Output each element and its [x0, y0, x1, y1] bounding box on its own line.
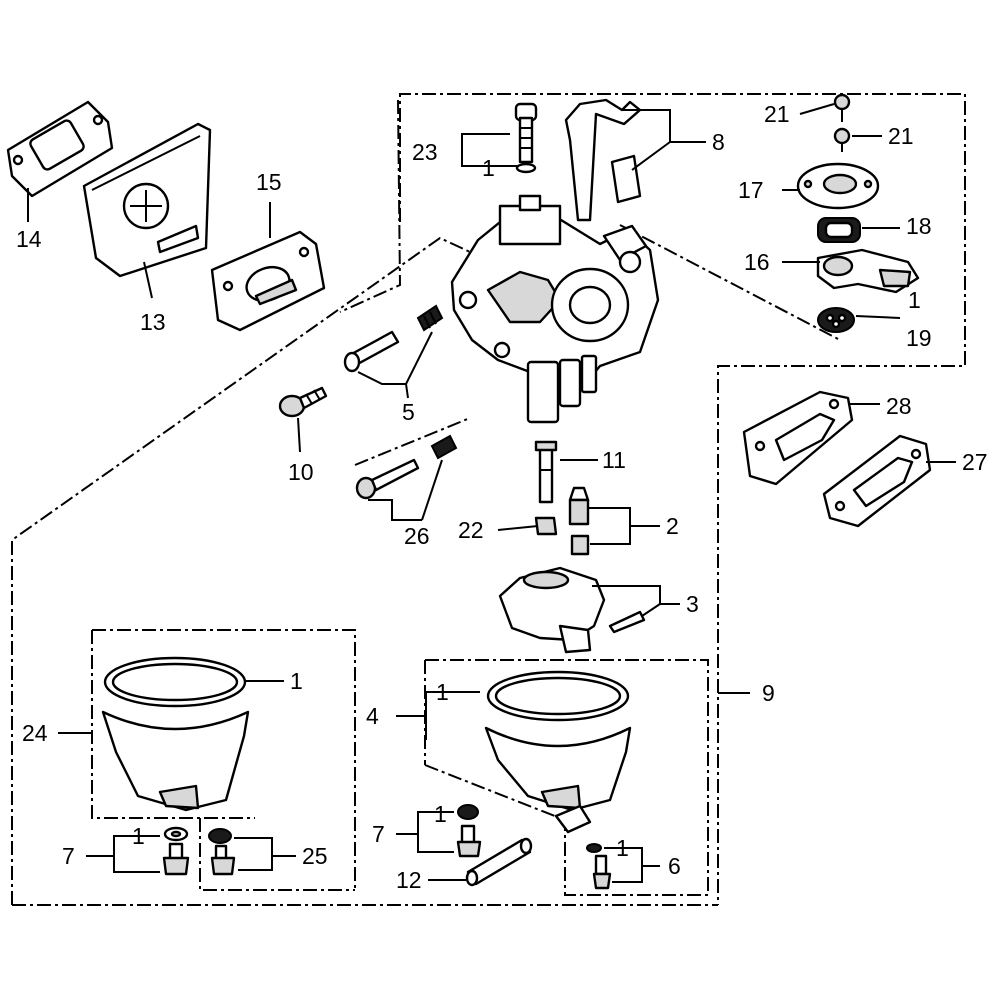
screw-set-part-26: [355, 434, 458, 500]
gasket-part-15: [210, 230, 326, 332]
jet-part-22: [534, 516, 558, 536]
callout-9: 9: [762, 680, 775, 706]
gasket-part-27: [822, 434, 932, 528]
callout-labels: 14 13 15 23 1 8 21 21 17 18 16 1 19 5 10…: [16, 101, 988, 893]
gasket-part-14: [6, 100, 114, 198]
callout-27: 27: [962, 449, 988, 475]
callout-16: 16: [744, 249, 770, 275]
callout-26: 26: [404, 523, 430, 549]
callout-21-lower: 21: [888, 123, 914, 149]
callout-19-washer-1: 1: [908, 287, 921, 313]
insulator-part-13: [82, 122, 212, 278]
carburetor-body: [450, 194, 660, 424]
gasket-part-19: [817, 307, 855, 333]
callout-22: 22: [458, 517, 484, 543]
drain-screw-part-2: [568, 486, 590, 556]
drain-bolt-part-7-right: [456, 804, 482, 858]
lever-part-16: [816, 248, 920, 294]
callout-7-right: 7: [372, 821, 385, 847]
callout-5: 5: [402, 399, 415, 425]
bolt-set-part-25: [208, 828, 236, 876]
leader-lines: [27, 103, 956, 883]
float-chamber-part-4: [484, 670, 632, 834]
callout-7-left-washer-1: 1: [132, 823, 145, 849]
callout-6: 6: [668, 853, 681, 879]
callout-23-washer-1: 1: [482, 155, 495, 181]
gasket-part-18: [817, 217, 861, 243]
callout-11: 11: [602, 447, 626, 473]
drain-screw-part-6: [586, 843, 612, 890]
callout-28: 28: [886, 393, 912, 419]
callout-13: 13: [140, 309, 166, 335]
callout-18: 18: [906, 213, 932, 239]
callout-23: 23: [412, 139, 438, 165]
callout-4: 4: [366, 703, 379, 729]
callout-17: 17: [738, 177, 764, 203]
callout-24: 24: [22, 720, 48, 746]
callout-10: 10: [288, 459, 314, 485]
callout-7-right-washer-1: 1: [434, 801, 447, 827]
pilot-screw-part-5: [343, 304, 444, 373]
screw-part-21a: [833, 93, 851, 122]
callout-6-washer-1: 1: [616, 835, 629, 861]
screw-part-23: [514, 102, 538, 174]
callout-7-left: 7: [62, 843, 75, 869]
screw-part-10: [278, 386, 328, 418]
drain-bolt-part-7-left: [162, 826, 190, 876]
callout-19: 19: [906, 325, 932, 351]
callout-3: 3: [686, 591, 699, 617]
callout-14: 14: [16, 226, 42, 252]
float-part-3: [498, 566, 646, 654]
callout-21-upper: 21: [764, 101, 790, 127]
cover-part-17: [796, 162, 880, 210]
callout-24-gasket-1: 1: [290, 668, 303, 694]
callout-2: 2: [666, 513, 679, 539]
nozzle-part-11: [534, 440, 558, 504]
callout-25: 25: [302, 843, 328, 869]
choke-rod-part-8: [564, 98, 642, 222]
float-chamber-part-24: [101, 656, 250, 812]
screw-part-21b: [833, 127, 851, 152]
gasket-part-28: [742, 390, 854, 486]
tube-part-12: [465, 837, 533, 887]
callout-15: 15: [256, 169, 282, 195]
assembly-boundary-lines: [11, 93, 966, 906]
callout-8: 8: [712, 129, 725, 155]
callout-4-gasket-1: 1: [436, 679, 449, 705]
callout-12: 12: [396, 867, 422, 893]
